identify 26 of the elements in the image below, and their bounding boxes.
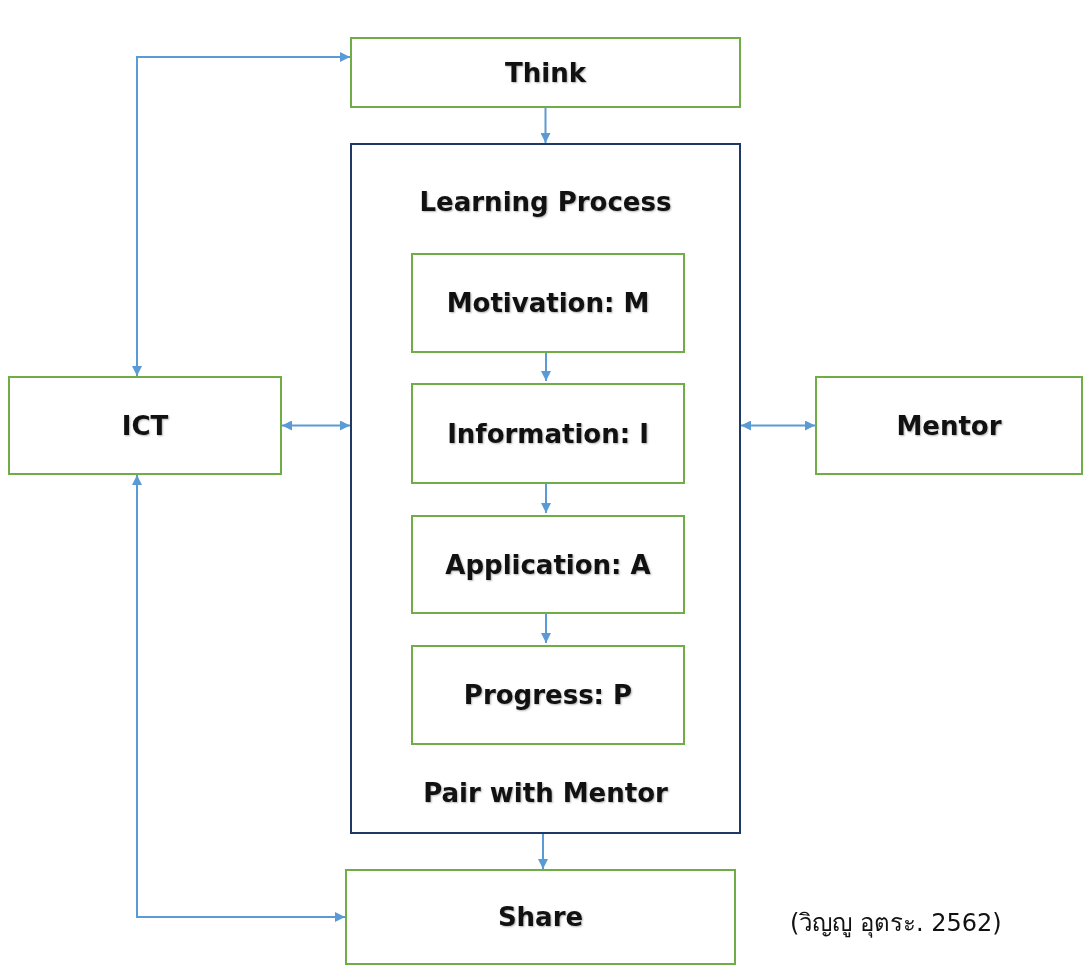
box-label: Application: A <box>444 549 652 580</box>
box-label: Motivation: M <box>445 288 651 318</box>
process-box <box>411 645 685 745</box>
process-box <box>411 383 685 484</box>
group-title: Pair with Mentor <box>422 778 669 808</box>
citation-note: (วิญญู อุตระ. 2562) <box>790 908 1002 940</box>
box-label: Information: I <box>446 418 650 449</box>
box-label: Share <box>496 902 585 932</box>
arrow <box>740 420 816 431</box>
arrow <box>132 52 351 377</box>
process-box <box>411 515 685 614</box>
process-box <box>8 376 282 475</box>
process-box <box>350 37 741 108</box>
process-box <box>815 376 1083 475</box>
box-label: Think <box>504 57 587 88</box>
group-box <box>350 143 741 834</box>
process-box <box>345 869 736 965</box>
box-label: Mentor <box>895 410 1003 441</box>
arrow <box>132 474 346 922</box>
group-title: Learning Process <box>418 187 673 217</box>
process-box <box>411 253 685 353</box>
arrow <box>540 107 551 144</box>
arrow <box>281 420 351 431</box>
box-label: Progress: P <box>462 680 634 710</box>
arrow <box>538 833 548 870</box>
box-label: ICT <box>120 410 170 441</box>
